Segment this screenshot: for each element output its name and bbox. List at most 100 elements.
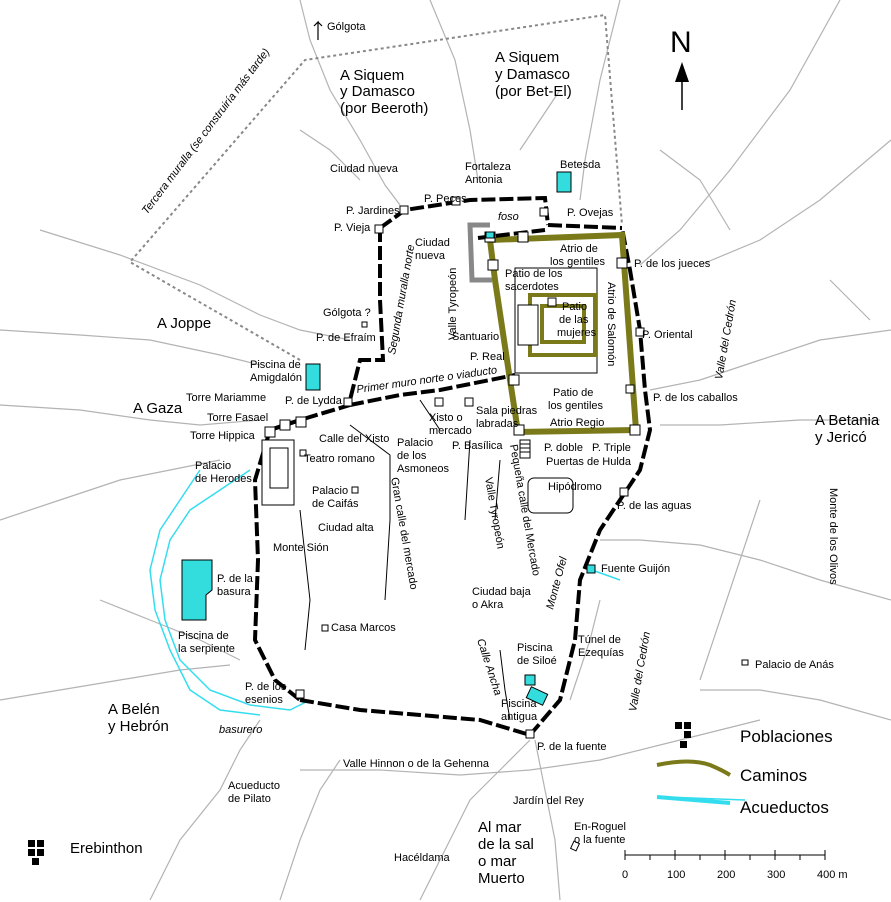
- santuario-shape: [517, 304, 539, 346]
- region-labels: A Siquem y Damasco (por Beeroth) A Sique…: [108, 49, 880, 887]
- svg-text:Betesda: Betesda: [560, 159, 601, 171]
- mujeres-inner: [540, 304, 586, 344]
- svg-text:labradas: labradas: [476, 418, 519, 430]
- svg-text:Patio de: Patio de: [553, 387, 593, 399]
- north-arrow-icon: [675, 62, 689, 82]
- svg-text:y Damasco: y Damasco: [495, 66, 570, 83]
- svg-text:(por Bet-El): (por Bet-El): [495, 83, 572, 100]
- svg-text:de Herodes: de Herodes: [195, 473, 252, 485]
- svg-text:de la sal: de la sal: [478, 836, 534, 853]
- svg-text:Fuente Guijón: Fuente Guijón: [601, 563, 670, 575]
- svg-text:Gran calle del mercado: Gran calle del mercado: [388, 476, 420, 590]
- svg-text:Torre Hippica: Torre Hippica: [190, 430, 256, 442]
- svg-text:Fortaleza: Fortaleza: [465, 161, 512, 173]
- svg-text:Monte Sión: Monte Sión: [273, 542, 329, 554]
- legend: Poblaciones Caminos Acueductos: [656, 722, 833, 817]
- svg-text:Santuario: Santuario: [452, 331, 499, 343]
- svg-text:Xisto o: Xisto o: [429, 412, 463, 424]
- svg-text:Gólgota ?: Gólgota ?: [323, 307, 371, 319]
- serpiente-pool: [181, 559, 213, 621]
- svg-text:Ciudad: Ciudad: [415, 237, 450, 249]
- svg-text:P. Jardines: P. Jardines: [346, 205, 400, 217]
- svg-text:Piscina: Piscina: [501, 698, 537, 710]
- svg-text:los gentiles: los gentiles: [550, 256, 606, 268]
- svg-text:Calle Ancha: Calle Ancha: [474, 637, 504, 697]
- svg-text:Patio: Patio: [562, 301, 587, 313]
- antonia-fortress: [467, 222, 492, 283]
- svg-text:P. doble: P. doble: [544, 442, 583, 454]
- svg-text:P. Peces: P. Peces: [424, 193, 467, 205]
- svg-text:Antonia: Antonia: [465, 174, 503, 186]
- svg-text:Puertas de Hulda: Puertas de Hulda: [546, 456, 632, 468]
- svg-text:Calle del Xisto: Calle del Xisto: [319, 433, 389, 445]
- steps: [519, 439, 531, 459]
- svg-text:Valle Hinnon o de la Gehenna: Valle Hinnon o de la Gehenna: [343, 758, 490, 770]
- svg-text:Torre Mariamme: Torre Mariamme: [186, 392, 266, 404]
- scale-bar: 0 100 200 300 400 m: [622, 850, 848, 881]
- svg-text:Acueducto: Acueducto: [228, 780, 280, 792]
- svg-text:antigua: antigua: [501, 711, 538, 723]
- svg-text:P. de los caballos: P. de los caballos: [653, 392, 738, 404]
- svg-text:o mar: o mar: [478, 853, 516, 870]
- svg-text:A Joppe: A Joppe: [157, 315, 211, 332]
- svg-text:P. de Lydda: P. de Lydda: [285, 395, 343, 407]
- svg-text:y Hebrón: y Hebrón: [108, 718, 169, 735]
- place-labels: Gólgota Ciudad nueva Fortaleza Antonia B…: [140, 20, 839, 864]
- svg-text:Ciudad alta: Ciudad alta: [318, 522, 375, 534]
- svg-text:P. Ovejas: P. Ovejas: [567, 207, 614, 219]
- svg-text:basura: basura: [217, 586, 252, 598]
- antigua-pool: [525, 686, 549, 706]
- svg-text:Piscina: Piscina: [517, 642, 553, 654]
- betesda-pool: [556, 171, 572, 193]
- svg-text:Hipódromo: Hipódromo: [548, 481, 602, 493]
- svg-text:Palacio de Anás: Palacio de Anás: [755, 659, 834, 671]
- svg-text:mujeres: mujeres: [557, 327, 597, 339]
- svg-text:esenios: esenios: [245, 694, 283, 706]
- svg-text:Asmoneos: Asmoneos: [397, 463, 449, 475]
- guijon-pool: [586, 564, 596, 574]
- svg-text:basurero: basurero: [219, 724, 262, 736]
- svg-text:Ezequías: Ezequías: [578, 647, 624, 659]
- svg-text:A Betania: A Betania: [815, 412, 880, 429]
- svg-text:Muerto: Muerto: [478, 870, 525, 887]
- svg-text:Palacio: Palacio: [397, 437, 433, 449]
- svg-text:y Jericó: y Jericó: [815, 429, 867, 446]
- svg-text:100: 100: [667, 869, 685, 881]
- svg-text:En-Roguel: En-Roguel: [574, 821, 626, 833]
- svg-text:Ciudad baja: Ciudad baja: [472, 586, 532, 598]
- svg-text:la serpiente: la serpiente: [178, 643, 235, 655]
- svg-text:Jardín del Rey: Jardín del Rey: [513, 795, 584, 807]
- svg-text:A Siquem: A Siquem: [495, 49, 559, 66]
- golgota-arrow-icon: [313, 20, 323, 40]
- erebinthon-icon: [28, 840, 44, 865]
- svg-text:400 m: 400 m: [817, 869, 848, 881]
- svg-text:Atrio de: Atrio de: [560, 243, 598, 255]
- svg-text:Monte Ofel: Monte Ofel: [544, 555, 570, 611]
- caminos-swatch: [656, 759, 732, 777]
- third-wall: [128, 13, 623, 361]
- svg-text:sacerdotes: sacerdotes: [505, 281, 559, 293]
- siloe-pool: [524, 674, 536, 686]
- poblaciones-icon: [675, 722, 691, 748]
- svg-text:Palacio: Palacio: [312, 485, 348, 497]
- svg-text:Al mar: Al mar: [478, 819, 521, 836]
- compass: N: [670, 26, 692, 110]
- svg-text:Túnel de: Túnel de: [578, 634, 621, 646]
- svg-text:Monte de los Olivos: Monte de los Olivos: [827, 488, 839, 585]
- svg-text:Atrio de Salomón: Atrio de Salomón: [605, 282, 617, 366]
- erebinthon-label: Erebinthon: [70, 840, 143, 857]
- svg-text:P. Real: P. Real: [470, 351, 505, 363]
- pools: [181, 171, 596, 706]
- svg-text:de los: de los: [397, 450, 427, 462]
- golgota-marker: [361, 321, 368, 328]
- svg-text:Sala piedras: Sala piedras: [476, 405, 538, 417]
- svg-text:P. Vieja: P. Vieja: [334, 222, 371, 234]
- aqueducts: [149, 469, 746, 801]
- svg-text:P. de la: P. de la: [217, 573, 254, 585]
- svg-text:o Akra: o Akra: [472, 599, 504, 611]
- svg-text:de Siloé: de Siloé: [517, 655, 557, 667]
- legend-caminos: Caminos: [740, 766, 807, 785]
- svg-text:Piscina de: Piscina de: [178, 630, 229, 642]
- svg-text:Hacéldama: Hacéldama: [394, 852, 451, 864]
- svg-text:foso: foso: [498, 211, 519, 223]
